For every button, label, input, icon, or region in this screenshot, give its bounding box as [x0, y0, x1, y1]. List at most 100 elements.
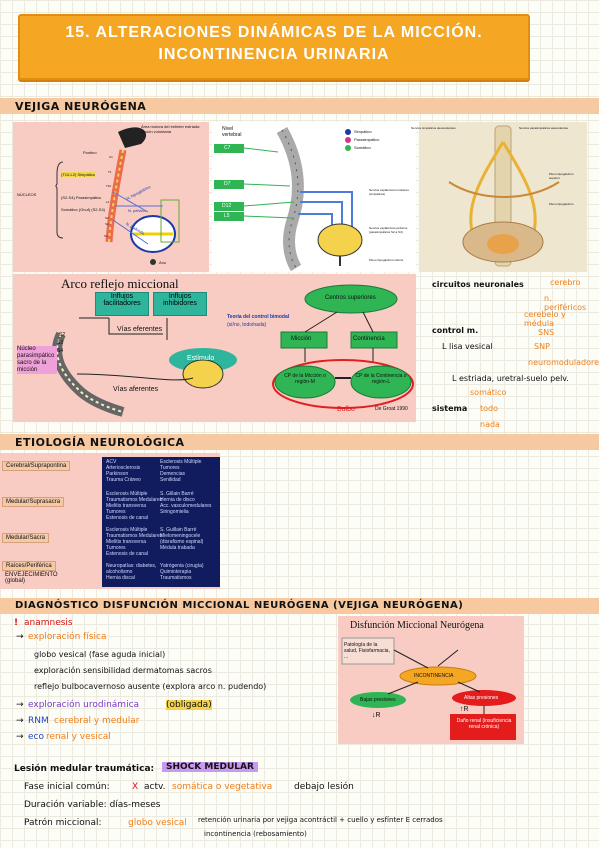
motor-area-label: Área motora del esfínter estriado: acció… — [141, 124, 201, 134]
incontinence-label: INCONTINENCIA — [414, 673, 454, 679]
tag-d7: D7 — [224, 181, 231, 187]
cause-item: Trauma Cráneo — [106, 477, 141, 483]
nuclei-brace — [55, 161, 64, 239]
continencia-label: Continencia — [353, 336, 385, 342]
pathway-box — [160, 199, 180, 243]
cord-segments — [108, 149, 124, 243]
cause-item: Tumores — [106, 545, 126, 551]
nerve-paths — [298, 191, 353, 232]
bladder-icon — [317, 223, 363, 257]
note-circuits: circuitos neuronales — [432, 280, 524, 289]
cause-item: Arteriosclerosis — [106, 465, 141, 471]
etiology-tag-sacral: Medular/Sacra — [2, 533, 50, 543]
efferent-label: Vías eferentes — [117, 326, 163, 333]
cause-item: Médula trabada — [160, 545, 195, 551]
level-tag-c7 — [214, 144, 244, 153]
inhibitory-box: Influjos inhibidores — [153, 292, 207, 316]
cause-item: (disrafismo espinal) — [160, 539, 204, 545]
cause-item: Estenosis de canal — [106, 515, 148, 521]
reflex-arc-title: Arco reflejo miccional — [61, 276, 179, 291]
region-l-label: CP de la Continencia o región-L — [355, 373, 407, 385]
cause-item: Tumores — [160, 465, 180, 471]
exam-item-2: exploración sensibilidad dermatomas sacr… — [34, 666, 212, 675]
plexus-inf-label: Plexo hipogástrico inferior — [369, 258, 404, 262]
note-cerebellum: cerebelo y médula — [524, 310, 566, 328]
initial-phase-label: Fase inicial común: — [24, 782, 110, 792]
physical-exam-note: exploración física — [28, 632, 107, 642]
echo-note: renal y vesical — [46, 732, 111, 742]
legend-dot-para — [345, 137, 351, 143]
level-c1: C1 — [109, 155, 113, 159]
symp-nerves-label: Nervios simpáticos descendentes — [411, 126, 456, 130]
note-neuromod: neuromoduladores — [528, 358, 599, 367]
retention-text: retención urinaria por vejiga acontrácti… — [198, 816, 443, 824]
high-pressure-label: Altas presiones — [464, 695, 499, 701]
urodynamics-note: exploración urodinámica — [28, 700, 140, 710]
nuclei-label: NÚCLEOS — [17, 192, 37, 197]
cause-item: Demencias — [160, 471, 186, 477]
etiology-tag-cerebral: Cerebral/Suprapontina — [2, 461, 71, 471]
vertebral-svg — [214, 127, 363, 272]
below-injury-text: debajo lesión — [294, 782, 354, 792]
note-snp: SNP — [534, 342, 550, 351]
vertebral-column — [276, 127, 304, 272]
cause-item: Yatrógenia (cirugía) — [160, 563, 204, 569]
page-title: 15. ALTERACIONES DINÁMICAS DE LA MICCIÓN… — [18, 14, 530, 80]
level-s2: S2 — [105, 216, 109, 220]
cause-item: alcoholismo — [106, 569, 133, 575]
side-notes: circuitos neuronales cerebro n. periféri… — [432, 278, 599, 440]
pathology-box — [341, 637, 395, 665]
spinal-nuclei-svg — [55, 127, 180, 265]
injury-title: Lesión medular traumática: — [14, 764, 155, 774]
arrow-icon: → — [16, 632, 24, 642]
cause-item: Estenosis de canal — [106, 551, 148, 557]
level-tag-d7 — [214, 180, 244, 189]
cause-item: Traumatismos Medulares — [106, 497, 163, 503]
bladder-globe-text: globo vesical — [128, 818, 187, 828]
arrow-icon: → — [16, 716, 24, 726]
sacral-nucleus-label: Núcleo parasimpático sacro de la micción — [17, 346, 57, 374]
flow-arrows — [387, 649, 485, 714]
activity-text: actv. — [144, 782, 166, 792]
afferent-label: Vías aferentes — [113, 386, 159, 393]
nerve-lines — [112, 191, 163, 245]
anus-marker — [150, 259, 156, 265]
cause-item: Neuropatías: diabetes, — [106, 563, 157, 569]
level-s3-label: S3 — [57, 340, 64, 346]
exam-item-1: globo vesical (fase aguda inicial) — [34, 650, 166, 659]
cause-item: Esclerosis Múltiple — [106, 527, 148, 533]
pelvic-label: N. pélvico — [128, 208, 146, 213]
diagnostic-notes: ! anamnesis → exploración física globo v… — [14, 618, 334, 748]
dysfunction-title: Disfunción Miccional Neurógena — [350, 620, 484, 631]
level-tag-l5 — [214, 212, 244, 221]
absence-icon: X — [132, 782, 139, 792]
flow-arrows — [304, 311, 374, 362]
cause-item: Mielomeningocele — [160, 533, 201, 539]
somatic-label: Somático (Onuf) (S2-S4) — [61, 207, 106, 212]
facilitatory-box: Influjos facilitadores — [95, 292, 149, 316]
pattern-label: Patrón miccional: — [24, 818, 102, 828]
mandatory-note: (obligada) — [166, 700, 212, 710]
cause-item: Hernia discal — [106, 575, 135, 581]
cause-item: Traumatismos — [160, 575, 192, 581]
plexus-arc — [448, 181, 560, 198]
level-s4: S4 — [105, 222, 109, 226]
spinal-nuclei-diagram: Área motora del esfínter estriado: acció… — [13, 122, 209, 272]
legend-para: Parasimpático — [354, 137, 380, 142]
note-all: todo — [480, 404, 499, 413]
sympathetic-label: (T10-L2) Simpático — [61, 172, 96, 177]
bladder-organ — [487, 234, 519, 254]
brain-shape — [118, 127, 147, 148]
splanchnic-lumbar-label: Nervios esplácnicos lumbares (simpáticos… — [369, 188, 409, 196]
pathology-label: Patología de la salud, Fisiofarmacia, ..… — [344, 642, 390, 660]
splanchnic-pelvic-label: Nervios esplácnicos pélvicos (parasimpát… — [369, 226, 408, 234]
spinal-shock-badge: SHOCK MEDULAR — [162, 762, 258, 772]
cause-item: Traumatismos Medulares — [106, 533, 163, 539]
